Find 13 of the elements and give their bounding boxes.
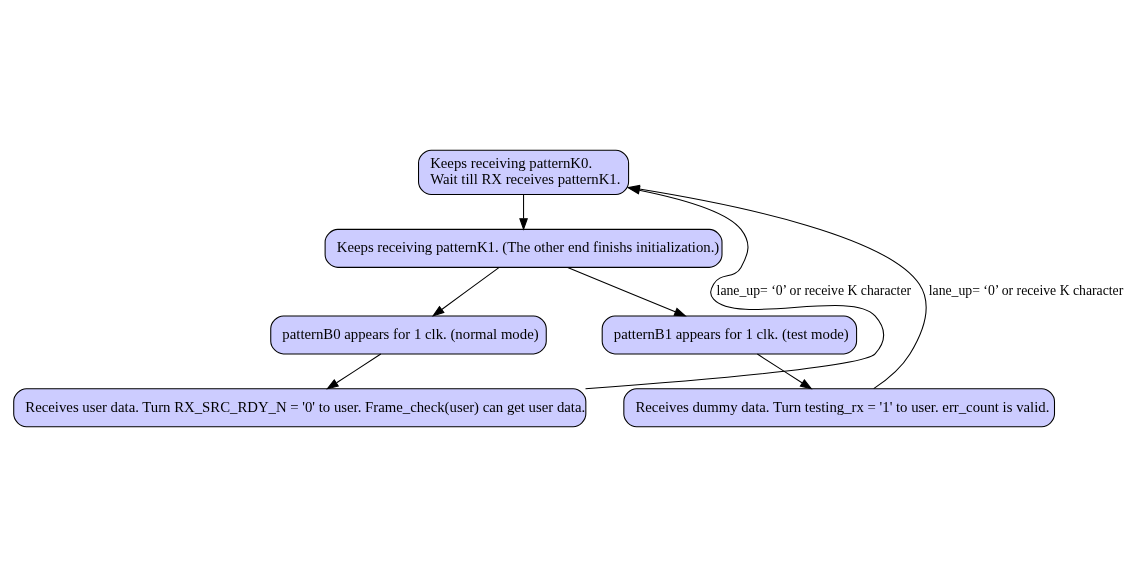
node-box: Keeps receiving patternK1. (The other end finishs initialization.) [324,228,723,268]
arrow [431,267,500,317]
node-box: Receives user data. Turn RX_SRC_RDY_N = '0' to user. Frame_check(user) can get user data. [13,388,587,428]
node-box: Receives dummy data. Turn testing_rx = '1' to user. err_count is valid. [623,388,1056,428]
arrow [567,267,687,317]
arrow [756,353,813,390]
edge-label: lane_up= ‘0’ or receive K character [928,283,1124,299]
arrow [519,194,528,231]
node-box: patternB1 appears for 1 clk. (test mode) [601,315,858,355]
edge-label: lane_up= ‘0’ or receive K character [716,283,912,299]
node-box: patternB0 appears for 1 clk. (normal mode) [270,315,547,355]
arrow [326,353,382,390]
node-box: Keeps receiving patternK0. Wait till RX receives patternK1. [418,149,630,196]
